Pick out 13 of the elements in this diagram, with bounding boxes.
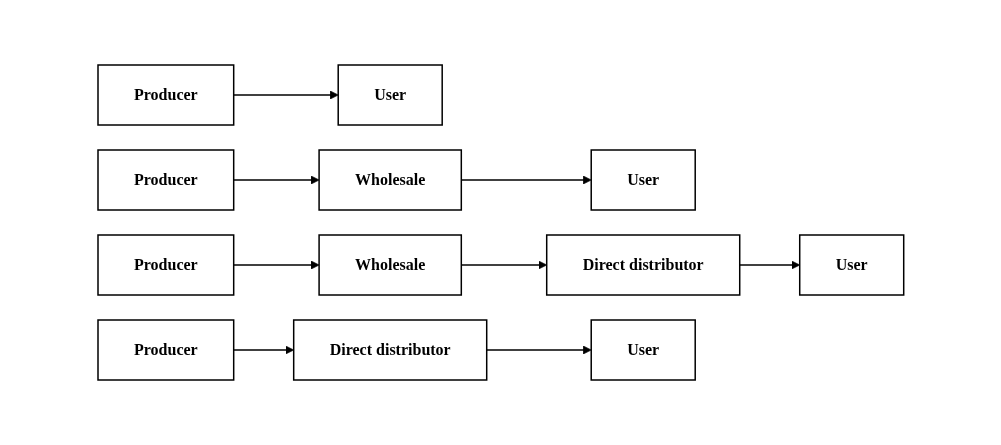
node-box: Producer — [96, 319, 235, 381]
node-box: User — [590, 319, 696, 381]
node-box: Direct distributor — [292, 319, 488, 381]
node-box: Wholesale — [318, 149, 462, 211]
arrow — [460, 260, 547, 270]
node-box: Producer — [96, 149, 235, 211]
node-box: User — [590, 149, 696, 211]
node-box: User — [798, 234, 905, 296]
node-box: Producer — [96, 64, 235, 126]
node-box: Wholesale — [318, 234, 462, 296]
node-box: Producer — [96, 234, 235, 296]
node-box: User — [337, 64, 443, 126]
node-box: Direct distributor — [545, 234, 741, 296]
